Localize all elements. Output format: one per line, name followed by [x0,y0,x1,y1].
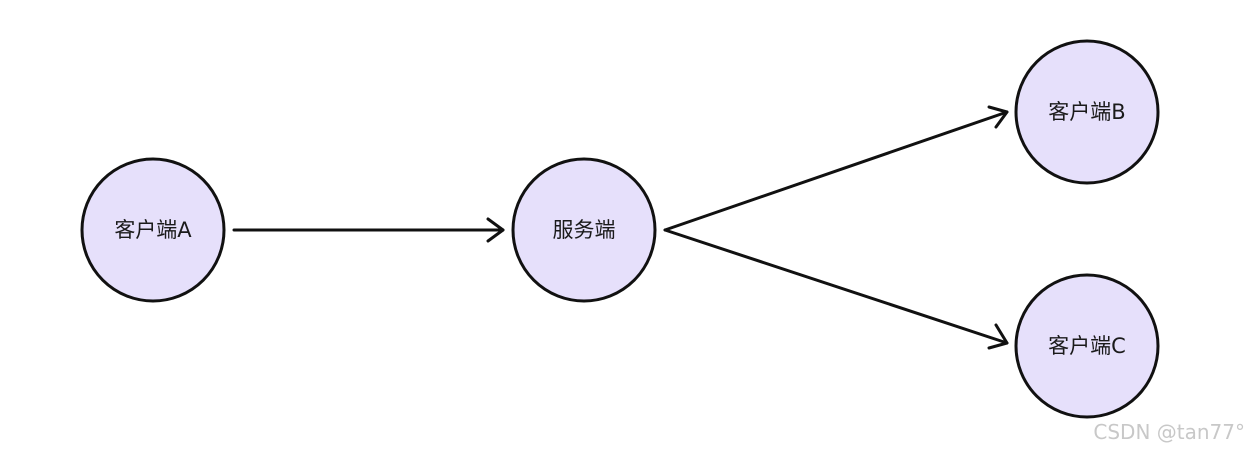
node-client-c: 客户端C [1014,273,1160,419]
watermark-text: CSDN @tan77° [1093,420,1245,444]
arrowhead-server [486,217,505,243]
node-client-a-label: 客户端A [114,218,192,242]
node-server-label: 服务端 [553,218,616,242]
edge-server-to-client-c [663,228,1009,350]
edge-server-to-client-b [663,105,1009,232]
node-client-c-label: 客户端C [1048,334,1126,358]
node-client-b: 客户端B [1014,39,1160,185]
arrowhead-client-b [987,105,1009,129]
edge-client-a-to-server [232,217,505,243]
arrowhead-client-c [987,323,1009,350]
node-client-b-label: 客户端B [1048,100,1125,124]
node-server: 服务端 [511,157,657,303]
node-client-a: 客户端A [80,157,226,303]
